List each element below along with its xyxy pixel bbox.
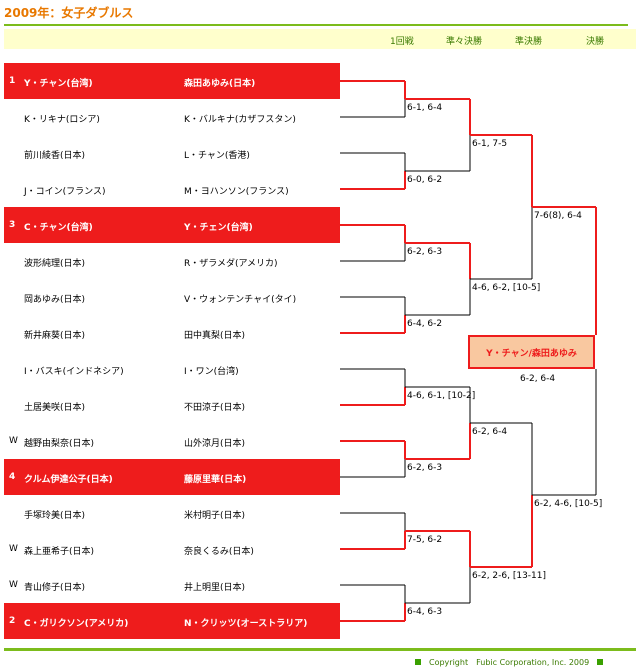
team-row: 土居美咲(日本) 不田涼子(日本) <box>4 387 340 423</box>
player-2-name: I・ワン(台湾) <box>184 367 239 377</box>
player-1-name: 土居美咲(日本) <box>24 403 86 413</box>
team-prefix: 1 <box>9 76 16 86</box>
player-2-name: 山外涼月(日本) <box>184 439 246 449</box>
champion-box: Y・チャン/森田あゆみ <box>468 335 595 369</box>
team-row: 3 C・チャン(台湾) Y・チェン(台湾) <box>4 207 340 243</box>
footer-square-icon <box>415 659 421 665</box>
copyright-text: Copyright Fubic Corporation, Inc. 2009 <box>429 658 590 667</box>
team-prefix: W <box>9 544 18 554</box>
player-2-name: R・ザラメダ(アメリカ) <box>184 259 278 269</box>
player-1-name: 手塚玲美(日本) <box>24 511 86 521</box>
match-score: 6-2, 6-3 <box>407 463 443 473</box>
match-score: 6-1, 6-4 <box>407 103 443 113</box>
match-score: 6-1, 7-5 <box>472 139 508 149</box>
match-score: 7-6(8), 6-4 <box>534 211 582 221</box>
match-score: 7-5, 6-2 <box>407 535 443 545</box>
player-1-name: K・リキナ(ロシア) <box>24 115 100 125</box>
title-divider <box>4 24 628 26</box>
round-label-qf: 準々決勝 <box>446 37 483 47</box>
player-2-name: Y・チェン(台湾) <box>184 223 253 233</box>
team-row: J・コイン(フランス) M・ヨハンソン(フランス) <box>4 171 340 207</box>
player-2-name: N・クリッツ(オーストラリア) <box>184 619 308 629</box>
team-prefix: 2 <box>9 616 16 626</box>
round-label-r1: 1回戦 <box>390 37 414 47</box>
round-label-sf: 準決勝 <box>515 37 543 47</box>
team-prefix: W <box>9 580 18 590</box>
player-2-name: 米村明子(日本) <box>184 511 246 521</box>
team-row: 2 C・ガリクソン(アメリカ) N・クリッツ(オーストラリア) <box>4 603 340 639</box>
team-row: W 青山修子(日本) 井上明里(日本) <box>4 567 340 603</box>
team-row: 新井麻葵(日本) 田中真梨(日本) <box>4 315 340 351</box>
footer-divider <box>4 648 636 651</box>
player-1-name: C・ガリクソン(アメリカ) <box>24 619 129 629</box>
player-1-name: 前川綾香(日本) <box>24 151 86 161</box>
team-prefix: 4 <box>9 472 16 482</box>
match-score: 6-4, 6-2 <box>407 319 443 329</box>
match-score: 6-2, 6-3 <box>407 247 443 257</box>
player-1-name: 新井麻葵(日本) <box>24 331 86 341</box>
player-2-name: V・ウォンテンチャイ(タイ) <box>184 295 297 305</box>
player-1-name: 岡あゆみ(日本) <box>24 295 86 305</box>
match-score: 6-2, 4-6, [10-5] <box>534 499 603 509</box>
team-row: 4 クルム伊達公子(日本) 藤原里華(日本) <box>4 459 340 495</box>
team-row: I・バスキ(インドネシア) I・ワン(台湾) <box>4 351 340 387</box>
player-2-name: M・ヨハンソン(フランス) <box>184 187 289 197</box>
player-2-name: 不田涼子(日本) <box>184 403 246 413</box>
page-title: 2009年：女子ダブルス <box>4 6 134 20</box>
team-row: 1 Y・チャン(台湾) 森田あゆみ(日本) <box>4 63 340 99</box>
match-score: 6-0, 6-2 <box>407 175 443 185</box>
player-2-name: K・バルキナ(カザフスタン) <box>184 115 296 125</box>
team-row: 手塚玲美(日本) 米村明子(日本) <box>4 495 340 531</box>
round-header-bar <box>4 29 636 49</box>
player-2-name: 田中真梨(日本) <box>184 331 246 341</box>
match-score: 6-2, 6-4 <box>472 427 508 437</box>
player-1-name: Y・チャン(台湾) <box>24 79 93 89</box>
match-score: 6-4, 6-3 <box>407 607 443 617</box>
match-score: 6-2, 6-4 <box>520 374 556 384</box>
player-2-name: 井上明里(日本) <box>184 583 246 593</box>
match-score: 4-6, 6-1, [10-2] <box>407 391 476 401</box>
player-1-name: J・コイン(フランス) <box>24 187 106 197</box>
player-1-name: 波形純理(日本) <box>24 259 86 269</box>
round-label-final: 決勝 <box>586 37 605 47</box>
player-2-name: 森田あゆみ(日本) <box>184 79 256 89</box>
player-1-name: 越野由梨奈(日本) <box>24 439 95 449</box>
team-row: W 森上亜希子(日本) 奈良くるみ(日本) <box>4 531 340 567</box>
player-2-name: L・チャン(香港) <box>184 151 250 161</box>
footer-square-icon <box>597 659 604 665</box>
team-row: 岡あゆみ(日本) V・ウォンテンチャイ(タイ) <box>4 279 340 315</box>
player-2-name: 奈良くるみ(日本) <box>184 547 254 557</box>
team-prefix: 3 <box>9 220 16 230</box>
player-1-name: 森上亜希子(日本) <box>24 547 95 557</box>
team-row: W 越野由梨奈(日本) 山外涼月(日本) <box>4 423 340 459</box>
team-row: K・リキナ(ロシア) K・バルキナ(カザフスタン) <box>4 99 340 135</box>
team-row: 前川綾香(日本) L・チャン(香港) <box>4 135 340 171</box>
player-1-name: C・チャン(台湾) <box>24 223 93 233</box>
team-prefix: W <box>9 436 18 446</box>
footer: Copyright Fubic Corporation, Inc. 2009 <box>415 657 604 668</box>
match-score: 6-2, 2-6, [13-11] <box>472 571 547 581</box>
player-2-name: 藤原里華(日本) <box>184 475 247 485</box>
player-1-name: I・バスキ(インドネシア) <box>24 367 124 377</box>
player-1-name: 青山修子(日本) <box>24 583 86 593</box>
player-1-name: クルム伊達公子(日本) <box>24 475 113 485</box>
team-row: 波形純理(日本) R・ザラメダ(アメリカ) <box>4 243 340 279</box>
match-score: 4-6, 6-2, [10-5] <box>472 283 541 293</box>
